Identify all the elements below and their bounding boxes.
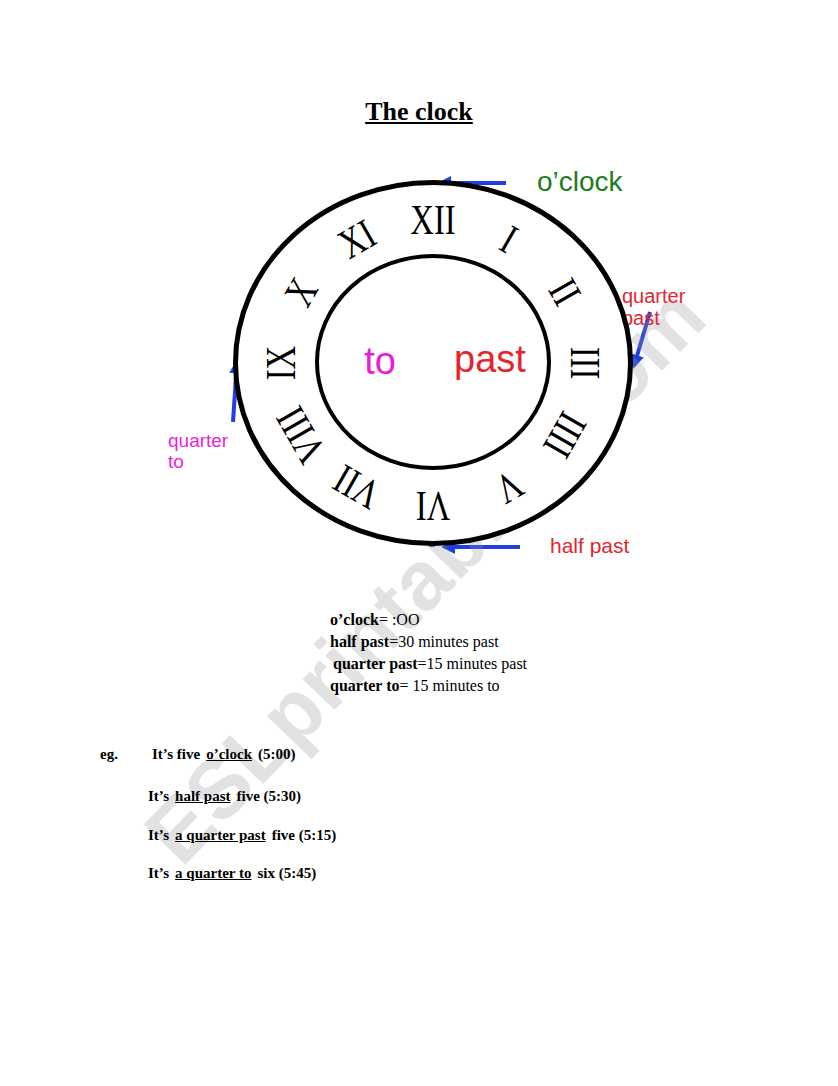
example-marker: eg.	[100, 746, 118, 763]
circle-outline	[236, 183, 631, 544]
example-text: It’s five	[152, 746, 200, 763]
definition-text: =15 minutes past	[418, 655, 527, 673]
example-text: It’s	[148, 865, 169, 882]
roman-numeral: VI	[415, 485, 451, 527]
roman-numeral: III	[564, 346, 606, 380]
clock-label: half past	[550, 534, 629, 557]
example-text: six (5:45)	[258, 865, 317, 882]
side-word: to	[364, 341, 396, 383]
definition-text: =30 minutes past	[389, 633, 498, 651]
clock-face: topastXIIIIIIIIIIIIVVIVIIVIIIIXXXI	[233, 180, 633, 546]
example-text: It’s	[148, 788, 169, 805]
definition-text: = :OO	[379, 611, 420, 629]
example-key: half past	[175, 788, 230, 805]
clock-center: to past	[315, 254, 551, 470]
side-word: past	[454, 339, 526, 381]
definition-term: half past	[330, 633, 389, 651]
clock-label: o’clock	[537, 167, 623, 198]
example-text: It’s	[148, 827, 169, 844]
example-text: (5:00)	[258, 746, 296, 763]
definition-text: = 15 minutes to	[399, 677, 499, 695]
roman-numeral: XII	[409, 199, 456, 241]
example-text: five (5:15)	[272, 827, 337, 844]
definition-term: quarter past	[333, 655, 418, 673]
clock-label: quarter to	[168, 431, 228, 473]
clock-label: quarter past	[622, 285, 685, 329]
circle-outline	[317, 256, 549, 468]
page-title: The clock	[0, 98, 838, 127]
roman-numeral: IX	[260, 345, 302, 381]
half-past-arrow	[444, 545, 520, 549]
example-key: o’clock	[206, 746, 252, 763]
example-text: five (5:30)	[237, 788, 302, 805]
definition-term: o’clock	[330, 611, 379, 629]
example-key: a quarter past	[175, 827, 266, 844]
definition-term: quarter to	[330, 677, 399, 695]
example-key: a quarter to	[175, 865, 251, 882]
